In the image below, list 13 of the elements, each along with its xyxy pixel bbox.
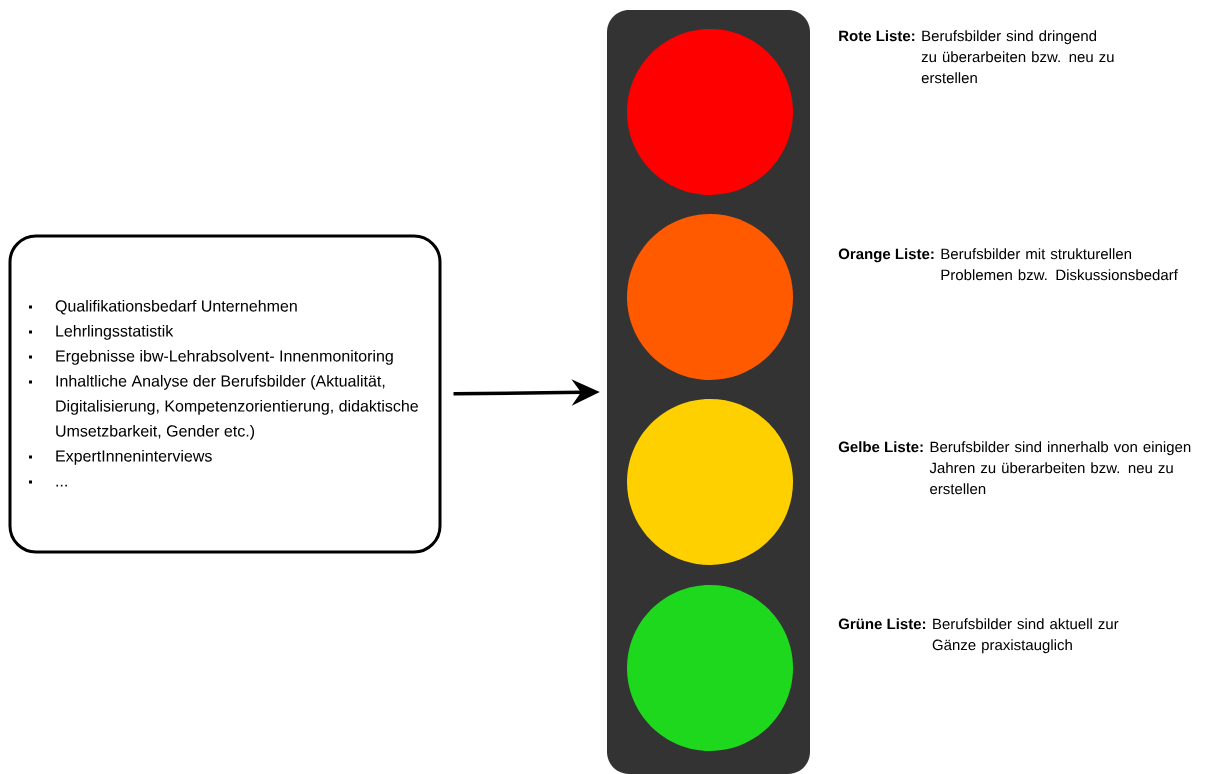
list-heading: Rote Liste: [839,30,915,42]
light-circle [627,214,793,380]
list-description: Berufsbilder sind aktuell zur Gänze praxistauglich [932,618,1119,654]
list-heading: Orange Liste: [838,248,934,263]
light-circle [627,29,793,195]
list-heading: Grüne Liste: [838,618,926,630]
list-description: Berufsbilder sind dringend zu überarbeiten bzw. neu zu erstellen [921,30,1114,84]
light-circle [627,399,793,565]
list-description: Berufsbilder mit strukturellen Problemen bzw. Diskussionsbedarf [941,248,1178,281]
bullet-list-box: Qualifikationsbedarf Unternehmen Lehrlingsstatistik Ergebnisse ibw-Lehrabsolvent- Innenmonitoring Inhaltliche Analyse der Berufsbilder (Aktualität, Digitalisierung, Kompetenzorientierung, didaktische Umsetzbarkeit, Gender etc.) ExpertInneninterviews ... [8,234,442,554]
light-circle [627,585,793,751]
list-description: Berufsbilder sind innerhalb von einigen Jahren zu überarbeiten bzw. neu zu erstellen [929,441,1191,495]
list-heading: Gelbe Liste: [838,441,923,453]
